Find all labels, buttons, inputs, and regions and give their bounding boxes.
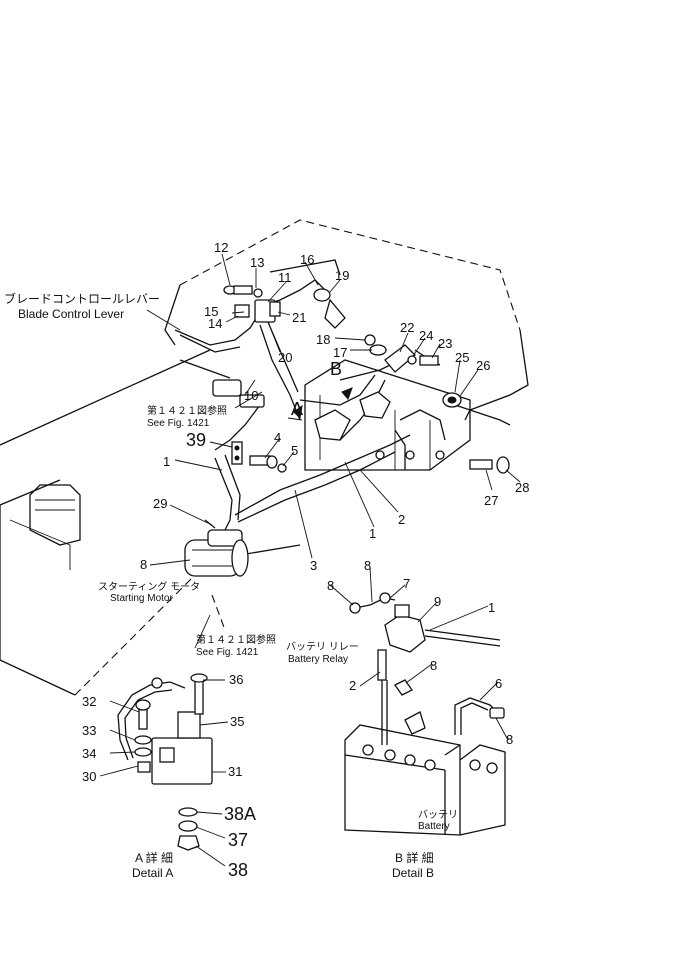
starting-motor bbox=[184, 519, 249, 631]
callout-39: 39 bbox=[186, 430, 206, 450]
callout-37: 37 bbox=[228, 830, 248, 850]
battery-jp: バッテリ bbox=[418, 809, 458, 821]
callout-22: 22 bbox=[400, 320, 414, 335]
callout-18: 18 bbox=[316, 332, 330, 347]
view-marker-a: A bbox=[291, 399, 303, 419]
blade-control-lever-en: Blade Control Lever bbox=[18, 307, 124, 321]
callout-8a: 8 bbox=[140, 557, 147, 572]
leader-lines bbox=[99, 253, 521, 867]
detail-b-jp: B 詳 細 bbox=[395, 850, 434, 865]
callout-36: 36 bbox=[229, 672, 243, 687]
callout-5: 5 bbox=[291, 443, 298, 458]
callout-29: 29 bbox=[153, 496, 167, 511]
callout-21: 21 bbox=[292, 310, 306, 325]
callout-25: 25 bbox=[455, 350, 469, 365]
see-fig-en-2: See Fig. 1421 bbox=[196, 647, 259, 658]
callout-16: 16 bbox=[300, 252, 314, 267]
captions: ブレードコントロールレバー Blade Control Lever 第１４２１図… bbox=[4, 291, 458, 880]
callout-23: 23 bbox=[438, 336, 452, 351]
callout-15: 15 bbox=[204, 304, 218, 319]
callout-26: 26 bbox=[476, 358, 490, 373]
machine-outline bbox=[0, 219, 529, 696]
callout-14: 14 bbox=[208, 316, 222, 331]
detail-b-drawing bbox=[344, 592, 506, 836]
callout-6: 6 bbox=[495, 676, 502, 691]
detail-b-en: Detail B bbox=[392, 866, 434, 880]
callout-8d: 8 bbox=[430, 658, 437, 673]
see-fig-en-1: See Fig. 1421 bbox=[147, 418, 210, 429]
starting-motor-en: Starting Motor bbox=[110, 593, 173, 604]
callout-28: 28 bbox=[515, 480, 529, 495]
callout-1b: 1 bbox=[369, 526, 376, 541]
callout-4: 4 bbox=[274, 430, 281, 445]
callout-12: 12 bbox=[214, 240, 228, 255]
see-fig-jp-2: 第１４２１図参照 bbox=[196, 633, 276, 646]
detail-a-en: Detail A bbox=[132, 866, 173, 880]
callout-24: 24 bbox=[419, 328, 433, 343]
callout-2a: 2 bbox=[398, 512, 405, 527]
detail-a-jp: A 詳 細 bbox=[135, 850, 173, 865]
callout-13: 13 bbox=[250, 255, 264, 270]
wiring-harness bbox=[174, 279, 511, 541]
callout-8b: 8 bbox=[327, 578, 334, 593]
detail-a-drawing bbox=[117, 673, 213, 851]
starting-motor-jp: スターティング モータ bbox=[98, 580, 200, 593]
callout-numbers: 12 13 11 16 19 15 14 21 20 18 17 22 24 2… bbox=[82, 240, 529, 880]
callout-8c: 8 bbox=[364, 558, 371, 573]
callout-17: 17 bbox=[333, 345, 347, 360]
callout-7: 7 bbox=[403, 576, 410, 591]
callout-32: 32 bbox=[82, 694, 96, 709]
callout-1c: 1 bbox=[488, 600, 495, 615]
callout-38: 38 bbox=[228, 860, 248, 880]
callout-30: 30 bbox=[82, 769, 96, 784]
callout-10: 10 bbox=[244, 388, 258, 403]
callout-27: 27 bbox=[484, 493, 498, 508]
callout-31: 31 bbox=[228, 764, 242, 779]
callout-33: 33 bbox=[82, 723, 96, 738]
battery-en: Battery bbox=[418, 821, 450, 832]
callout-3: 3 bbox=[310, 558, 317, 573]
callout-8e: 8 bbox=[506, 732, 513, 747]
callout-35: 35 bbox=[230, 714, 244, 729]
callout-34: 34 bbox=[82, 746, 96, 761]
see-fig-jp-1: 第１４２１図参照 bbox=[147, 404, 227, 417]
blade-control-lever-jp: ブレードコントロールレバー bbox=[4, 291, 160, 306]
callout-20: 20 bbox=[278, 350, 292, 365]
battery-relay-en: Battery Relay bbox=[288, 654, 348, 665]
view-marker-b: B bbox=[330, 359, 342, 379]
callout-2b: 2 bbox=[349, 678, 356, 693]
callout-1a: 1 bbox=[163, 454, 170, 469]
callout-11: 11 bbox=[278, 270, 292, 285]
callout-38a: 38A bbox=[224, 804, 256, 824]
battery-relay-jp: バッテリ リレー bbox=[286, 641, 359, 653]
upper-components bbox=[212, 285, 510, 474]
callout-19: 19 bbox=[335, 268, 349, 283]
callout-9: 9 bbox=[434, 594, 441, 609]
